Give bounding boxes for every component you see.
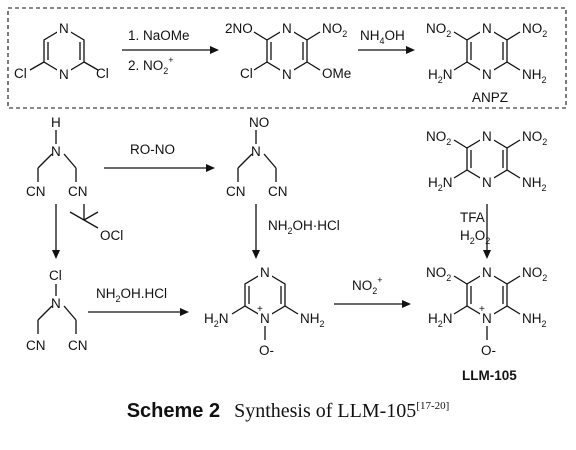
- atom-n: N: [282, 21, 292, 36]
- group-nh2: NH2: [300, 311, 325, 329]
- group-cn: CN: [26, 338, 46, 353]
- reagent-nh2oh-hcl-2: NH2OH.HCl: [96, 286, 167, 304]
- atom-n: N: [482, 175, 492, 190]
- group-no2: NO2: [322, 21, 347, 39]
- atom-n: N: [482, 21, 492, 36]
- atom-cl: Cl: [14, 66, 27, 81]
- scheme-caption: Scheme 2 Synthesis of LLM-105[17-20]: [0, 400, 576, 423]
- group-no2: NO2: [522, 21, 547, 39]
- atom-n: N: [482, 265, 492, 280]
- compound-label-anpz: ANPZ: [472, 90, 508, 105]
- caption-refs: [17-20]: [416, 400, 450, 412]
- dichloropyrazine: N N Cl Cl: [14, 21, 109, 82]
- group-cn: CN: [68, 184, 88, 199]
- reagent-nh2oh-hcl: NH2OH·HCl: [268, 218, 340, 236]
- reagent-ocl: OCl: [100, 228, 123, 243]
- anpz: N N NO2 NO2 H2N NH2 ANPZ: [426, 21, 547, 105]
- llm-105: N N + O- NO2 NO2 H2N NH2 LLM-105: [426, 265, 547, 383]
- atom-n: N: [482, 129, 492, 144]
- atom-o-minus: O-: [259, 343, 274, 358]
- chloro-iminodiacetonitrile: Cl N CN CN: [26, 268, 88, 353]
- group-nh2: NH2: [522, 67, 547, 85]
- reagent-no2plus-2: NO2+: [352, 275, 383, 296]
- group-h2n: H2N: [428, 67, 453, 85]
- charge-plus: +: [257, 304, 263, 315]
- compound-label-llm105: LLM-105: [462, 368, 517, 383]
- caption-text: Synthesis of LLM-105: [234, 400, 417, 422]
- group-cn: CN: [26, 184, 46, 199]
- atom-n: N: [260, 265, 270, 280]
- group-h2n: H2N: [428, 311, 453, 329]
- reagent-h2o2: H2O2: [460, 228, 490, 246]
- group-ome: OMe: [322, 66, 351, 81]
- charge-plus: +: [479, 304, 485, 315]
- iminodiacetonitrile: H N CN CN: [26, 115, 88, 199]
- atom-n-plus: N: [260, 311, 270, 326]
- group-no2: NO2: [522, 129, 547, 147]
- group-cn: CN: [68, 338, 88, 353]
- reagent-no2plus: 2. NO2+: [128, 55, 174, 76]
- atom-n: N: [59, 67, 69, 82]
- caption-label: Scheme 2: [126, 400, 221, 422]
- group-no2: NO2: [426, 129, 451, 147]
- atom-n: N: [482, 67, 492, 82]
- nitroso-iminodiacetonitrile: NO N CN CN: [226, 115, 288, 199]
- atom-n: N: [51, 144, 61, 159]
- atom-cl: Cl: [96, 66, 109, 81]
- group-no2: 2NO: [225, 21, 253, 36]
- group-nh2: NH2: [522, 311, 547, 329]
- group-h2n: H2N: [204, 311, 229, 329]
- atom-n: N: [282, 67, 292, 82]
- group-nh2: NH2: [522, 175, 547, 193]
- group-no: NO: [249, 115, 269, 130]
- atom-o-minus: O-: [481, 343, 496, 358]
- anpz-reactant: N N NO2 NO2 H2N NH2: [426, 129, 547, 193]
- atom-cl: Cl: [240, 66, 253, 81]
- reagent-naome: 1. NaOMe: [128, 28, 190, 43]
- group-cn: CN: [226, 184, 246, 199]
- reagent-tfa: TFA: [460, 210, 485, 225]
- reagent-nh4oh: NH4OH: [360, 28, 405, 46]
- group-cn: CN: [268, 184, 288, 199]
- group-no2: NO2: [426, 265, 451, 283]
- atom-cl: Cl: [49, 268, 62, 283]
- atom-h: H: [51, 115, 61, 130]
- tbu-ocl-reagent: OCl: [69, 204, 123, 243]
- group-no2: NO2: [426, 21, 451, 39]
- atom-n: N: [51, 296, 61, 311]
- atom-n-plus: N: [482, 311, 492, 326]
- group-h2n: H2N: [428, 175, 453, 193]
- chloro-methoxy-dinitropyrazine: N N 2NO NO2 Cl OMe: [225, 21, 351, 82]
- atom-n: N: [59, 21, 69, 36]
- group-no2: NO2: [522, 265, 547, 283]
- diaminopyrazine-oxide: N N + O- H2N NH2: [204, 265, 325, 358]
- reagent-rono: RO-NO: [130, 142, 175, 157]
- atom-n: N: [251, 144, 261, 159]
